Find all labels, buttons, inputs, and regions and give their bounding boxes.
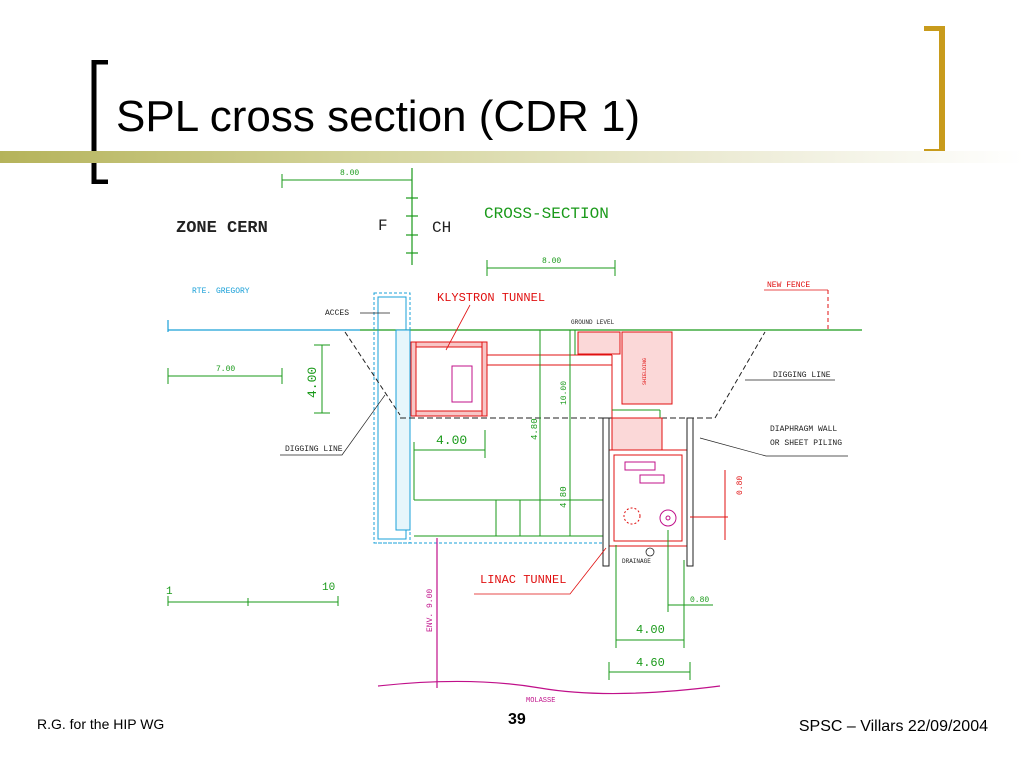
molasse-line (377, 680, 721, 695)
rte-gregory-label: RTE. GREGORY (192, 287, 250, 296)
cross-section-drawing: 8.00 ZONE CERN F CH CROSS-SECTION 8.00 R… (166, 168, 862, 705)
dimension-080-vertical (690, 470, 728, 540)
linac-tunnel-label: LINAC TUNNEL (480, 573, 566, 587)
slide-title: SPL cross section (CDR 1) (116, 92, 641, 141)
ground-level-label: GROUND LEVEL (571, 319, 615, 326)
dimension-4-vertical (314, 344, 330, 414)
drainage-label: DRAINAGE (622, 558, 651, 565)
dimension-7 (167, 368, 283, 384)
border-ch-label: CH (432, 219, 451, 237)
cross-section-label: CROSS-SECTION (484, 205, 609, 223)
linac-structure-green (413, 330, 661, 537)
digging-line-right-path (714, 331, 766, 419)
access-shaft (373, 292, 603, 544)
klystron-tunnel-label: KLYSTRON TUNNEL (437, 291, 545, 305)
digging-line-left-path (344, 331, 401, 416)
footer-event: SPSC – Villars 22/09/2004 (798, 718, 988, 735)
shielding-block (577, 331, 673, 453)
dim-1000-label: 10.00 (560, 381, 569, 405)
dimension-top-8 (281, 174, 412, 188)
diaphragm-label-2: OR SHEET PILING (770, 439, 842, 448)
title-left-bracket (91, 60, 108, 184)
scale-bar (167, 596, 339, 606)
dimension-mid-8 (486, 260, 616, 276)
dim-400-bottom-label: 4.00 (636, 623, 665, 637)
acces-label: ACCES (325, 309, 349, 318)
dim-480-b-label: 4.80 (559, 486, 569, 508)
dim-700-label: 7.00 (216, 365, 235, 374)
dim-400-vert-label: 4.00 (305, 367, 320, 398)
dimension-bottom (608, 530, 713, 680)
ground-level-line (167, 320, 862, 332)
shielding-label: SHIELDING (642, 358, 648, 385)
zone-cern-label: ZONE CERN (176, 219, 268, 238)
title-underline-bar (0, 151, 1024, 163)
border-f-label: F (378, 217, 388, 235)
title-right-bracket (924, 26, 945, 154)
scale-10-label: 10 (322, 582, 335, 594)
digging-line-right-label: DIGGING LINE (773, 371, 831, 380)
dim-480-a-label: 4.80 (530, 418, 540, 440)
digging-line-left-label: DIGGING LINE (285, 445, 343, 454)
dim-080-vert-label: 0.80 (736, 476, 745, 495)
scale-1-label: 1 (166, 586, 173, 598)
dim-460-label: 4.60 (636, 656, 665, 670)
page-number: 39 (508, 711, 526, 728)
dim-800-mid-label: 8.00 (542, 257, 561, 266)
dim-400-kly-label: 4.00 (436, 433, 467, 448)
molasse-label: MOLASSE (526, 697, 555, 705)
env-label: ENV. 9.00 (426, 589, 435, 632)
diaphragm-label-1: DIAPHRAGM WALL (770, 425, 837, 434)
dim-800-top-label: 8.00 (340, 169, 359, 178)
footer-author: R.G. for the HIP WG (37, 716, 165, 732)
diaphragm-walls (602, 417, 694, 567)
new-fence-label: NEW FENCE (767, 281, 810, 290)
border-line (406, 168, 418, 265)
linac-tunnel (608, 449, 688, 547)
dim-080-horiz-label: 0.80 (690, 596, 709, 605)
